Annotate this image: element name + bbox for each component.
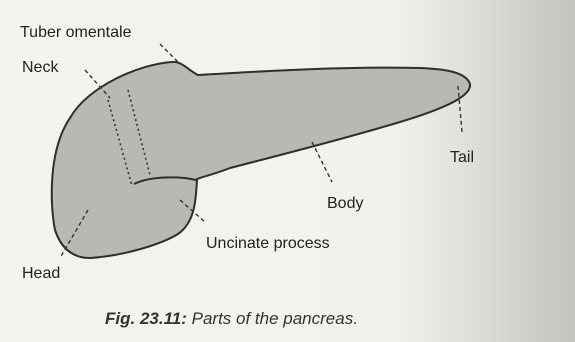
label-tuber-omentale: Tuber omentale <box>20 24 132 41</box>
caption-text: Parts of the pancreas. <box>187 309 358 328</box>
leader-tuber-omentale <box>160 44 180 64</box>
figure-caption: Fig. 23.11: Parts of the pancreas. <box>105 309 358 328</box>
pancreas-shape <box>52 62 470 258</box>
label-head: Head <box>22 265 60 282</box>
label-neck: Neck <box>22 59 59 76</box>
caption-number: Fig. 23.11: <box>105 309 187 328</box>
label-uncinate-process: Uncinate process <box>206 235 330 252</box>
label-body: Body <box>327 195 363 212</box>
leader-body <box>312 142 332 182</box>
label-tail: Tail <box>450 149 474 166</box>
